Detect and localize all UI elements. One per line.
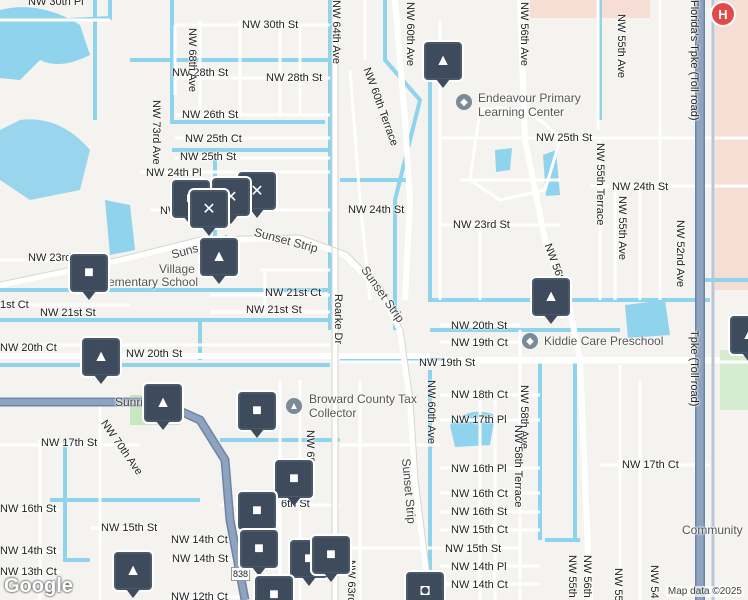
street-label: NW 17th St	[41, 437, 98, 449]
street-label: NW 55th	[566, 555, 578, 598]
street-label: NW 20th St	[126, 348, 183, 360]
street-label: NW 30th Pl	[28, 0, 84, 8]
school-pin-icon[interactable]: ▲	[532, 278, 570, 316]
commercial-area	[530, 0, 650, 18]
street-label: NW 24th Pl	[146, 167, 202, 179]
google-logo[interactable]: Google	[4, 575, 73, 597]
street-label: NW 21st St	[40, 307, 96, 319]
highways	[0, 0, 715, 600]
highway-label: Tpke (Toll road)	[688, 330, 700, 407]
street-label: NW 25th Ct	[185, 133, 242, 145]
street-label: NW 30th St	[242, 19, 299, 31]
street-label: NW 24th St	[348, 204, 405, 216]
street-label: Sunri	[115, 395, 144, 409]
school-pin-icon[interactable]: ▲	[114, 552, 152, 590]
street-label: NW 56th Ave	[518, 2, 530, 66]
street-label: Roarke Dr	[332, 294, 344, 345]
place-label[interactable]: Community	[682, 523, 743, 537]
shopping-bag-pin-icon[interactable]: ■	[70, 254, 108, 292]
street-label: NW 28th St	[266, 72, 323, 84]
street-label: NW 23rd St	[453, 219, 510, 231]
street-label: NW 19th Ct	[451, 337, 508, 349]
street-label: NW 14th Pl	[451, 561, 507, 573]
street-label: NW 21st Ct	[265, 287, 322, 299]
street-label: NW 25th St	[536, 132, 593, 144]
school-pin-icon[interactable]: ▲	[730, 316, 748, 354]
street-label: NW 14th St	[172, 553, 229, 565]
street-label: NW 58th Terrace	[512, 425, 524, 508]
street-label: NW 56th Ave	[581, 555, 593, 600]
lake	[0, 7, 90, 80]
map-attribution: Map data ©2025	[665, 586, 744, 597]
street-label: NW 18th Ct	[451, 389, 508, 401]
street-label: NW 21st St	[246, 304, 302, 316]
lake	[625, 300, 670, 338]
shopping-bag-pin-icon[interactable]: ■	[238, 392, 276, 430]
street-label: NW 14th St	[0, 545, 57, 557]
street-label: NW 17th Ct	[622, 459, 679, 471]
street-label: NW 20th Ct	[0, 342, 57, 354]
street-label: NW 55th Ave	[615, 14, 627, 78]
school-pin-icon[interactable]: ▲	[82, 338, 120, 376]
street-label: NW 15th St	[101, 522, 158, 534]
shopping-bag-pin-icon[interactable]: ■	[275, 460, 313, 498]
street-label: NW 17th Pl	[451, 414, 507, 426]
street-label: NW 16th St	[451, 506, 508, 518]
street-label: NW 12th Ct	[171, 591, 228, 600]
street-label: NW 60th Ave	[404, 2, 416, 66]
street-label: NW 25th St	[180, 151, 237, 163]
place-label[interactable]: ementary School	[108, 275, 199, 289]
shopping-bag-pin-icon[interactable]: ■	[255, 576, 293, 600]
place-label[interactable]: Village	[159, 262, 195, 276]
place-label[interactable]: Kiddie Care Preschool	[544, 334, 664, 348]
school-pin-icon[interactable]: ▲	[424, 42, 462, 80]
street-label: NW 68th Ave	[186, 28, 198, 92]
street-label: NW 15th Ct	[451, 524, 508, 536]
highway-label: Florida's Tpke (Toll road)	[688, 0, 700, 121]
restaurant-pin-icon[interactable]: ✕	[190, 190, 228, 228]
place-label[interactable]: Endeavour Primary Learning Center	[478, 91, 581, 119]
street-label: NW 15th St	[445, 543, 502, 555]
shopping-bag-pin-icon[interactable]: ■	[312, 536, 350, 574]
street-label: NW 14th Ct	[451, 579, 508, 591]
commercial-area	[715, 0, 748, 290]
street-label: NW 13th Ct	[0, 566, 57, 578]
school-place-icon: ◆	[522, 333, 538, 349]
place-label[interactable]: Broward County Tax Collector	[309, 392, 417, 420]
school-place-icon: ◆	[456, 94, 472, 110]
street-label: NW 55th Ave	[616, 196, 628, 260]
street-label: NW 28th St	[172, 67, 229, 79]
lake	[495, 148, 512, 172]
street-label: NW 64th Ave	[330, 0, 342, 64]
street-label: NW 14th Ct	[171, 534, 228, 546]
school-pin-icon[interactable]: ▲	[144, 384, 182, 422]
street-label: NW 16th Pl	[451, 463, 507, 475]
street-label: 1st Ct	[0, 299, 29, 311]
government-place-icon: ▲	[286, 398, 302, 414]
major-road-edges	[0, 0, 434, 600]
shopping-bag-pin-icon[interactable]: ■	[240, 530, 278, 568]
lake	[105, 200, 135, 255]
shopping-bag-pin-icon[interactable]: ■	[238, 492, 276, 530]
street-label: NW 16th St	[0, 503, 57, 515]
street-label: NW 55th Terrace	[594, 143, 606, 226]
street-label: NW 60th Ave	[425, 380, 437, 444]
street-label: NW 16th Ct	[451, 488, 508, 500]
route-shield: 838	[231, 567, 251, 581]
street-label: NW 24th St	[612, 181, 669, 193]
street-label: NW 55	[612, 568, 624, 600]
school-pin-icon[interactable]: ▲	[200, 238, 238, 276]
lake	[0, 119, 90, 200]
street-label: NW 73rd Ave	[150, 100, 162, 165]
street-label: NW 26th St	[182, 109, 239, 121]
street-label: NW 20th St	[451, 320, 508, 332]
grocery-cart-pin-icon[interactable]: ◘	[406, 572, 444, 600]
street-label: NW 52nd Ave	[674, 220, 686, 288]
street-label: NW 54	[648, 565, 660, 599]
hospital-icon[interactable]: H	[712, 3, 734, 25]
street-label: NW 19th St	[419, 357, 476, 369]
